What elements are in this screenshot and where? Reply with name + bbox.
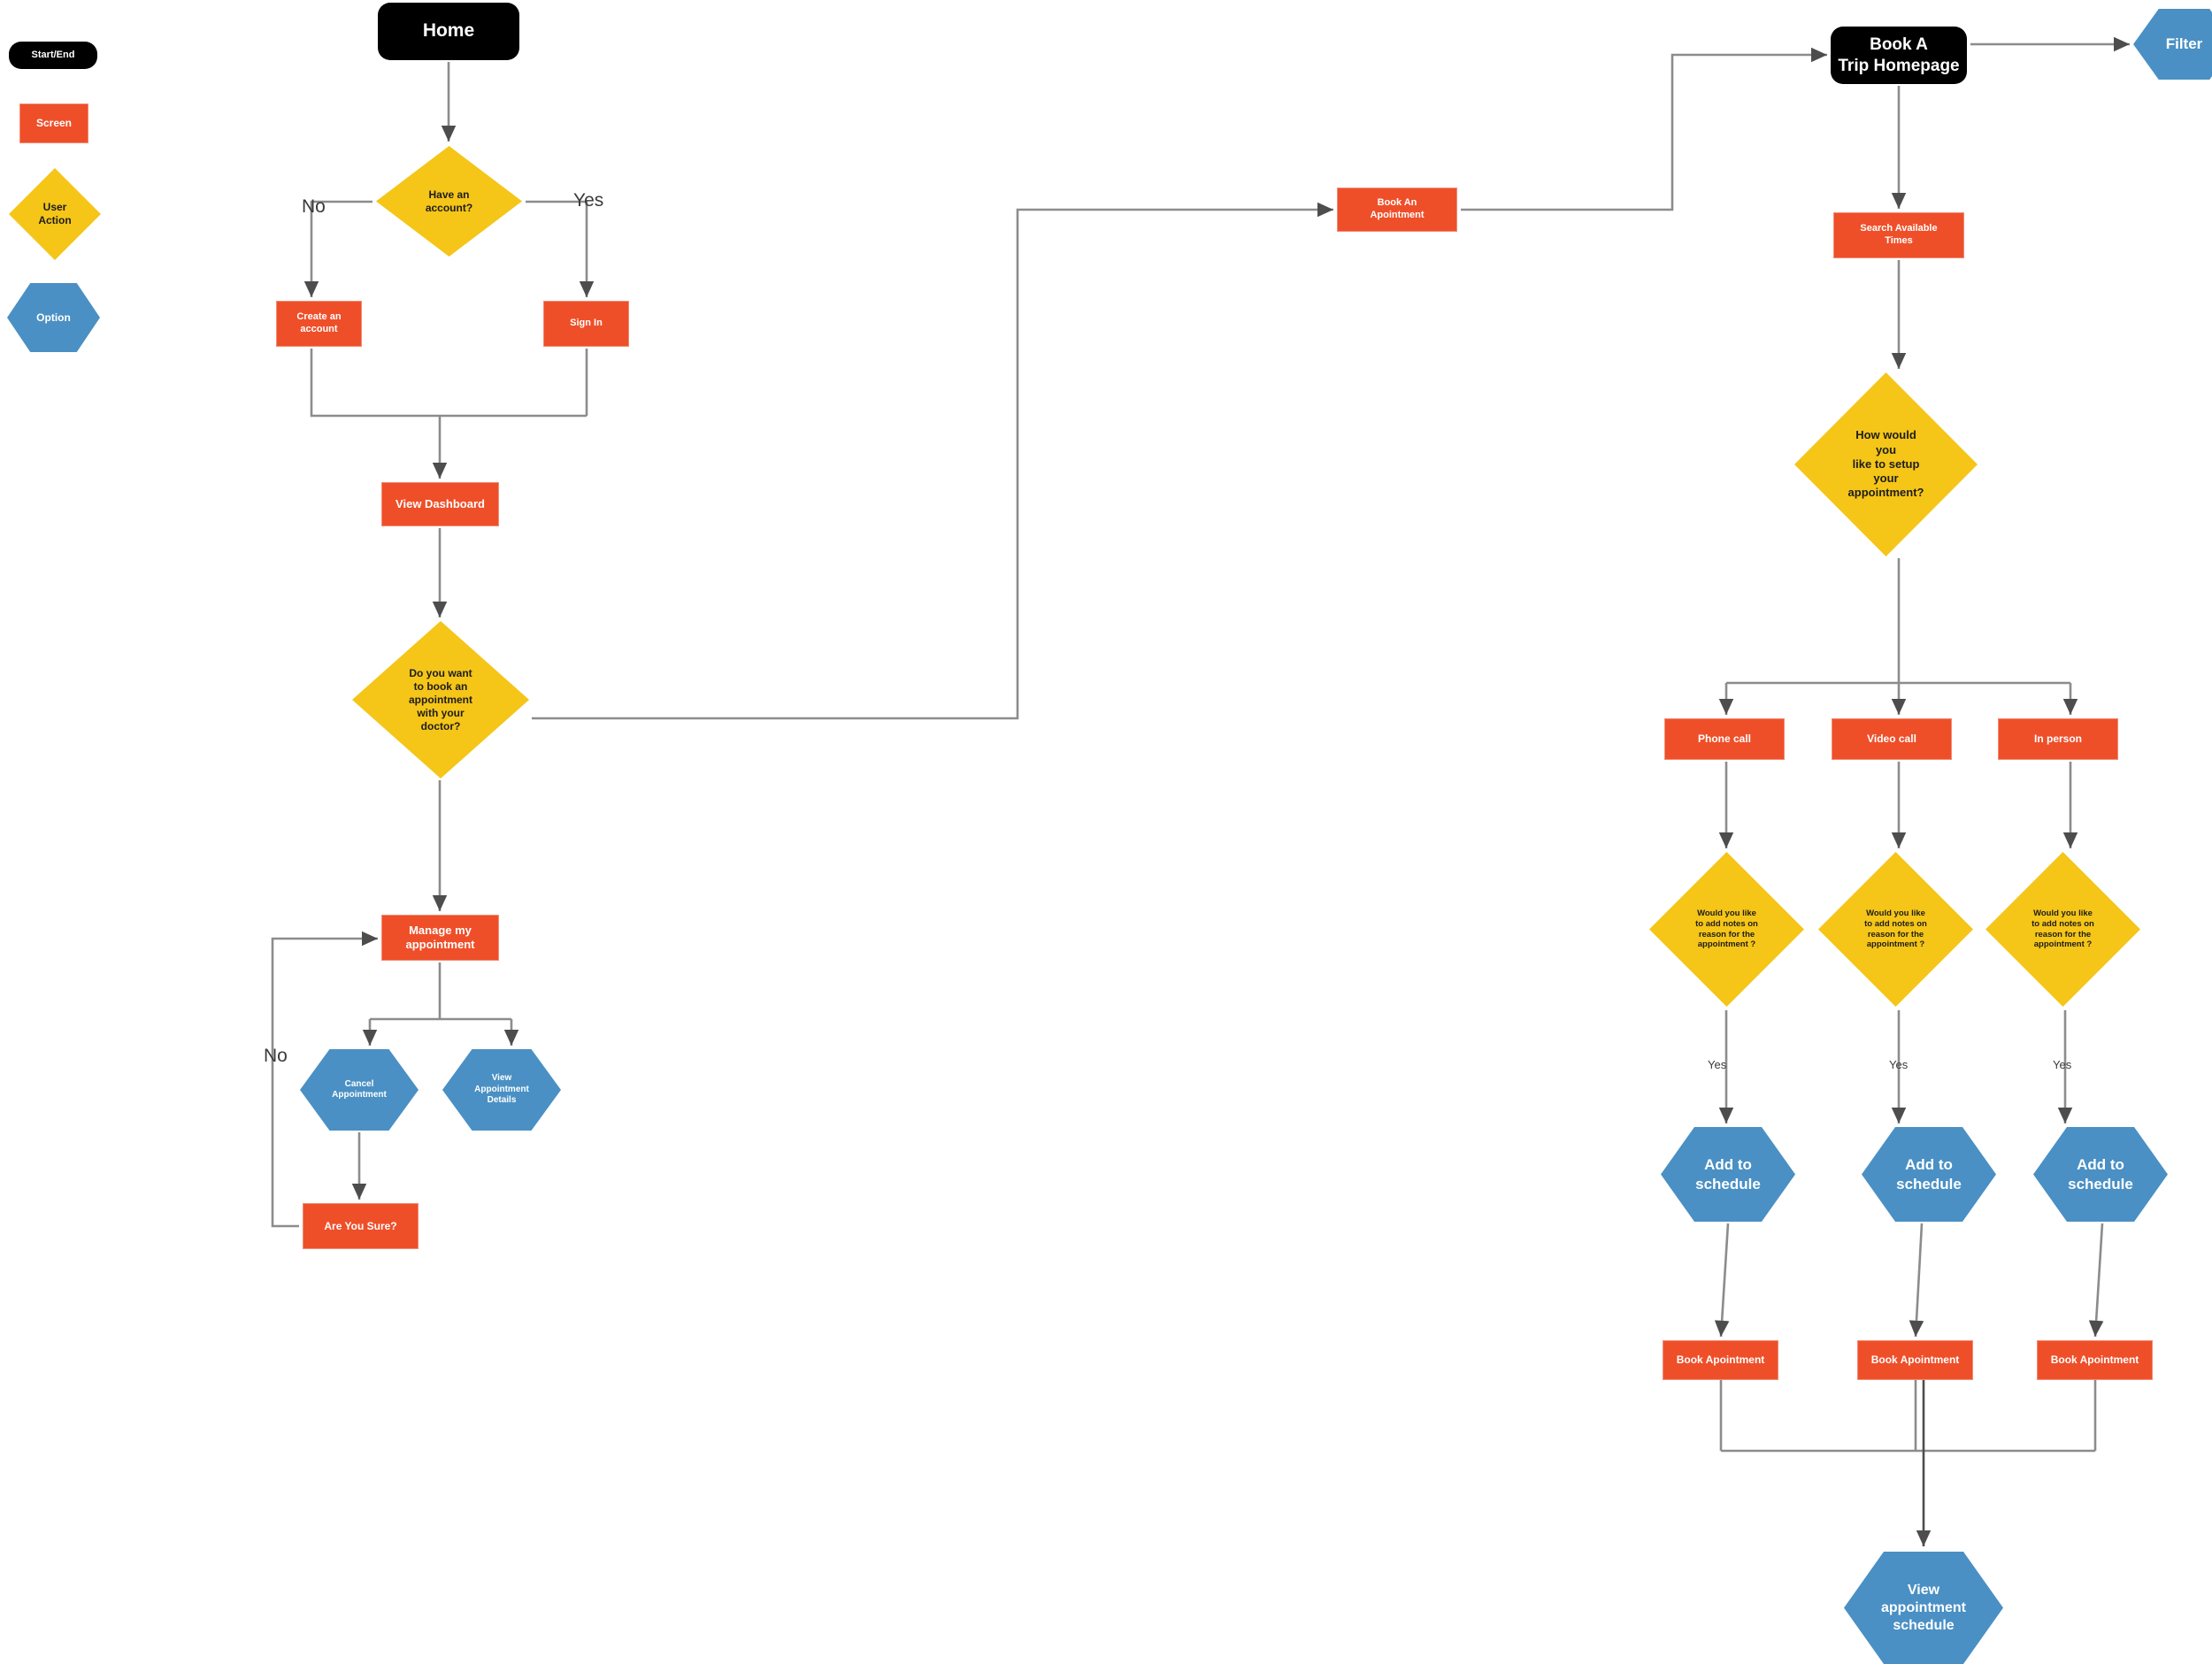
legend-start-end-label: Start/End xyxy=(31,49,75,60)
node-add-to-schedule-phone[interactable]: Add to schedule xyxy=(1661,1127,1795,1222)
edge-label-no-are-you-sure: No xyxy=(264,1046,288,1066)
node-create-an-account[interactable]: Create an account xyxy=(276,301,362,347)
node-book-apointment-in-person[interactable]: Book Apointment xyxy=(2037,1340,2153,1380)
node-view-appointment-schedule-label: View appointment schedule xyxy=(1881,1582,1966,1633)
node-book-apointment-phone[interactable]: Book Apointment xyxy=(1663,1340,1778,1380)
node-notes-question-in-person-label: Would you like to add notes on reason fo… xyxy=(2032,908,2094,950)
edge-label-yes-have-account: Yes xyxy=(573,190,604,211)
edge-book-an-appointment-to-homepage xyxy=(1461,47,1827,211)
legend-start-end: Start/End xyxy=(9,42,97,69)
node-add-to-schedule-phone-label: Add to schedule xyxy=(1695,1156,1761,1192)
node-book-an-apointment-label: Book An Apointment xyxy=(1370,197,1425,220)
node-cancel-appointment[interactable]: Cancel Appointment xyxy=(300,1049,419,1131)
legend-option: Option xyxy=(7,283,100,352)
node-add-to-schedule-video-label: Add to schedule xyxy=(1896,1156,1962,1192)
node-search-available-times[interactable]: Search Available Times xyxy=(1833,212,1964,258)
node-are-you-sure-label: Are You Sure? xyxy=(324,1219,397,1232)
node-sign-in-label: Sign In xyxy=(570,318,603,329)
node-book-an-apointment[interactable]: Book An Apointment xyxy=(1337,188,1457,232)
node-add-to-schedule-in-person-label: Add to schedule xyxy=(2068,1156,2133,1192)
node-book-appointment-question-label: Do you want to book an appointment with … xyxy=(409,666,472,732)
node-video-call-label: Video call xyxy=(1867,732,1916,745)
edge-add-video-to-book xyxy=(1909,1223,1924,1338)
edge-book-question-to-book-an-appointment xyxy=(532,202,1333,720)
edge-label-yes-notes-phone: Yes xyxy=(1708,1058,1727,1071)
node-book-apointment-video[interactable]: Book Apointment xyxy=(1857,1340,1973,1380)
legend-screen-label: Screen xyxy=(35,117,73,129)
edge-add-phone-to-book xyxy=(1714,1223,1730,1338)
node-book-apointment-video-label: Book Apointment xyxy=(1870,1353,1960,1366)
edge-create-account-to-merge xyxy=(310,349,587,418)
node-book-apointment-in-person-label: Book Apointment xyxy=(2050,1353,2139,1366)
node-book-a-trip-homepage-label: Book A Trip Homepage xyxy=(1838,35,1960,75)
legend-option-label: Option xyxy=(36,311,71,324)
node-in-person-label: In person xyxy=(2033,732,2082,745)
node-home-label: Home xyxy=(422,20,475,42)
node-manage-my-appointment-label: Manage my appointment xyxy=(405,923,475,951)
node-view-dashboard[interactable]: View Dashboard xyxy=(381,482,499,526)
node-phone-call[interactable]: Phone call xyxy=(1664,718,1785,760)
node-filter-label: Filter xyxy=(2165,35,2203,53)
node-notes-question-phone-label: Would you like to add notes on reason fo… xyxy=(1695,908,1758,950)
node-manage-my-appointment[interactable]: Manage my appointment xyxy=(381,915,499,961)
edge-have-account-to-create-account xyxy=(303,200,373,297)
edge-label-no-have-account: No xyxy=(302,196,326,217)
edge-group-right xyxy=(1461,36,2130,1546)
edge-have-account-to-sign-in xyxy=(526,200,595,297)
edge-add-person-to-book xyxy=(2088,1223,2104,1338)
node-search-available-times-label: Search Available Times xyxy=(1860,223,1938,246)
node-sign-in[interactable]: Sign In xyxy=(543,301,629,347)
legend-screen: Screen xyxy=(19,104,88,143)
node-setup-appointment-question-label: How would you like to setup your appoint… xyxy=(1847,428,1924,500)
node-home[interactable]: Home xyxy=(378,3,519,60)
node-cancel-appointment-label: Cancel Appointment xyxy=(332,1078,387,1100)
node-book-apointment-phone-label: Book Apointment xyxy=(1676,1353,1765,1366)
node-view-appointment-details[interactable]: View Appointment Details xyxy=(442,1049,561,1131)
node-in-person[interactable]: In person xyxy=(1998,718,2118,760)
node-phone-call-label: Phone call xyxy=(1697,732,1752,745)
legend-user-action-label: User Action xyxy=(38,201,72,226)
node-notes-question-video-label: Would you like to add notes on reason fo… xyxy=(1864,908,1927,950)
node-are-you-sure[interactable]: Are You Sure? xyxy=(303,1203,419,1249)
edge-label-yes-notes-in-person: Yes xyxy=(2053,1058,2072,1071)
node-view-dashboard-label: View Dashboard xyxy=(396,496,485,510)
node-video-call[interactable]: Video call xyxy=(1832,718,1952,760)
edge-are-you-sure-to-manage xyxy=(271,931,378,1228)
node-have-an-account-label: Have an account? xyxy=(425,188,473,214)
node-view-appointment-details-label: View Appointment Details xyxy=(474,1073,529,1106)
edge-group-left xyxy=(271,62,1333,1228)
edge-label-yes-notes-video: Yes xyxy=(1889,1058,1909,1071)
node-book-a-trip-homepage[interactable]: Book A Trip Homepage xyxy=(1831,27,1967,84)
node-create-an-account-label: Create an account xyxy=(296,311,342,334)
